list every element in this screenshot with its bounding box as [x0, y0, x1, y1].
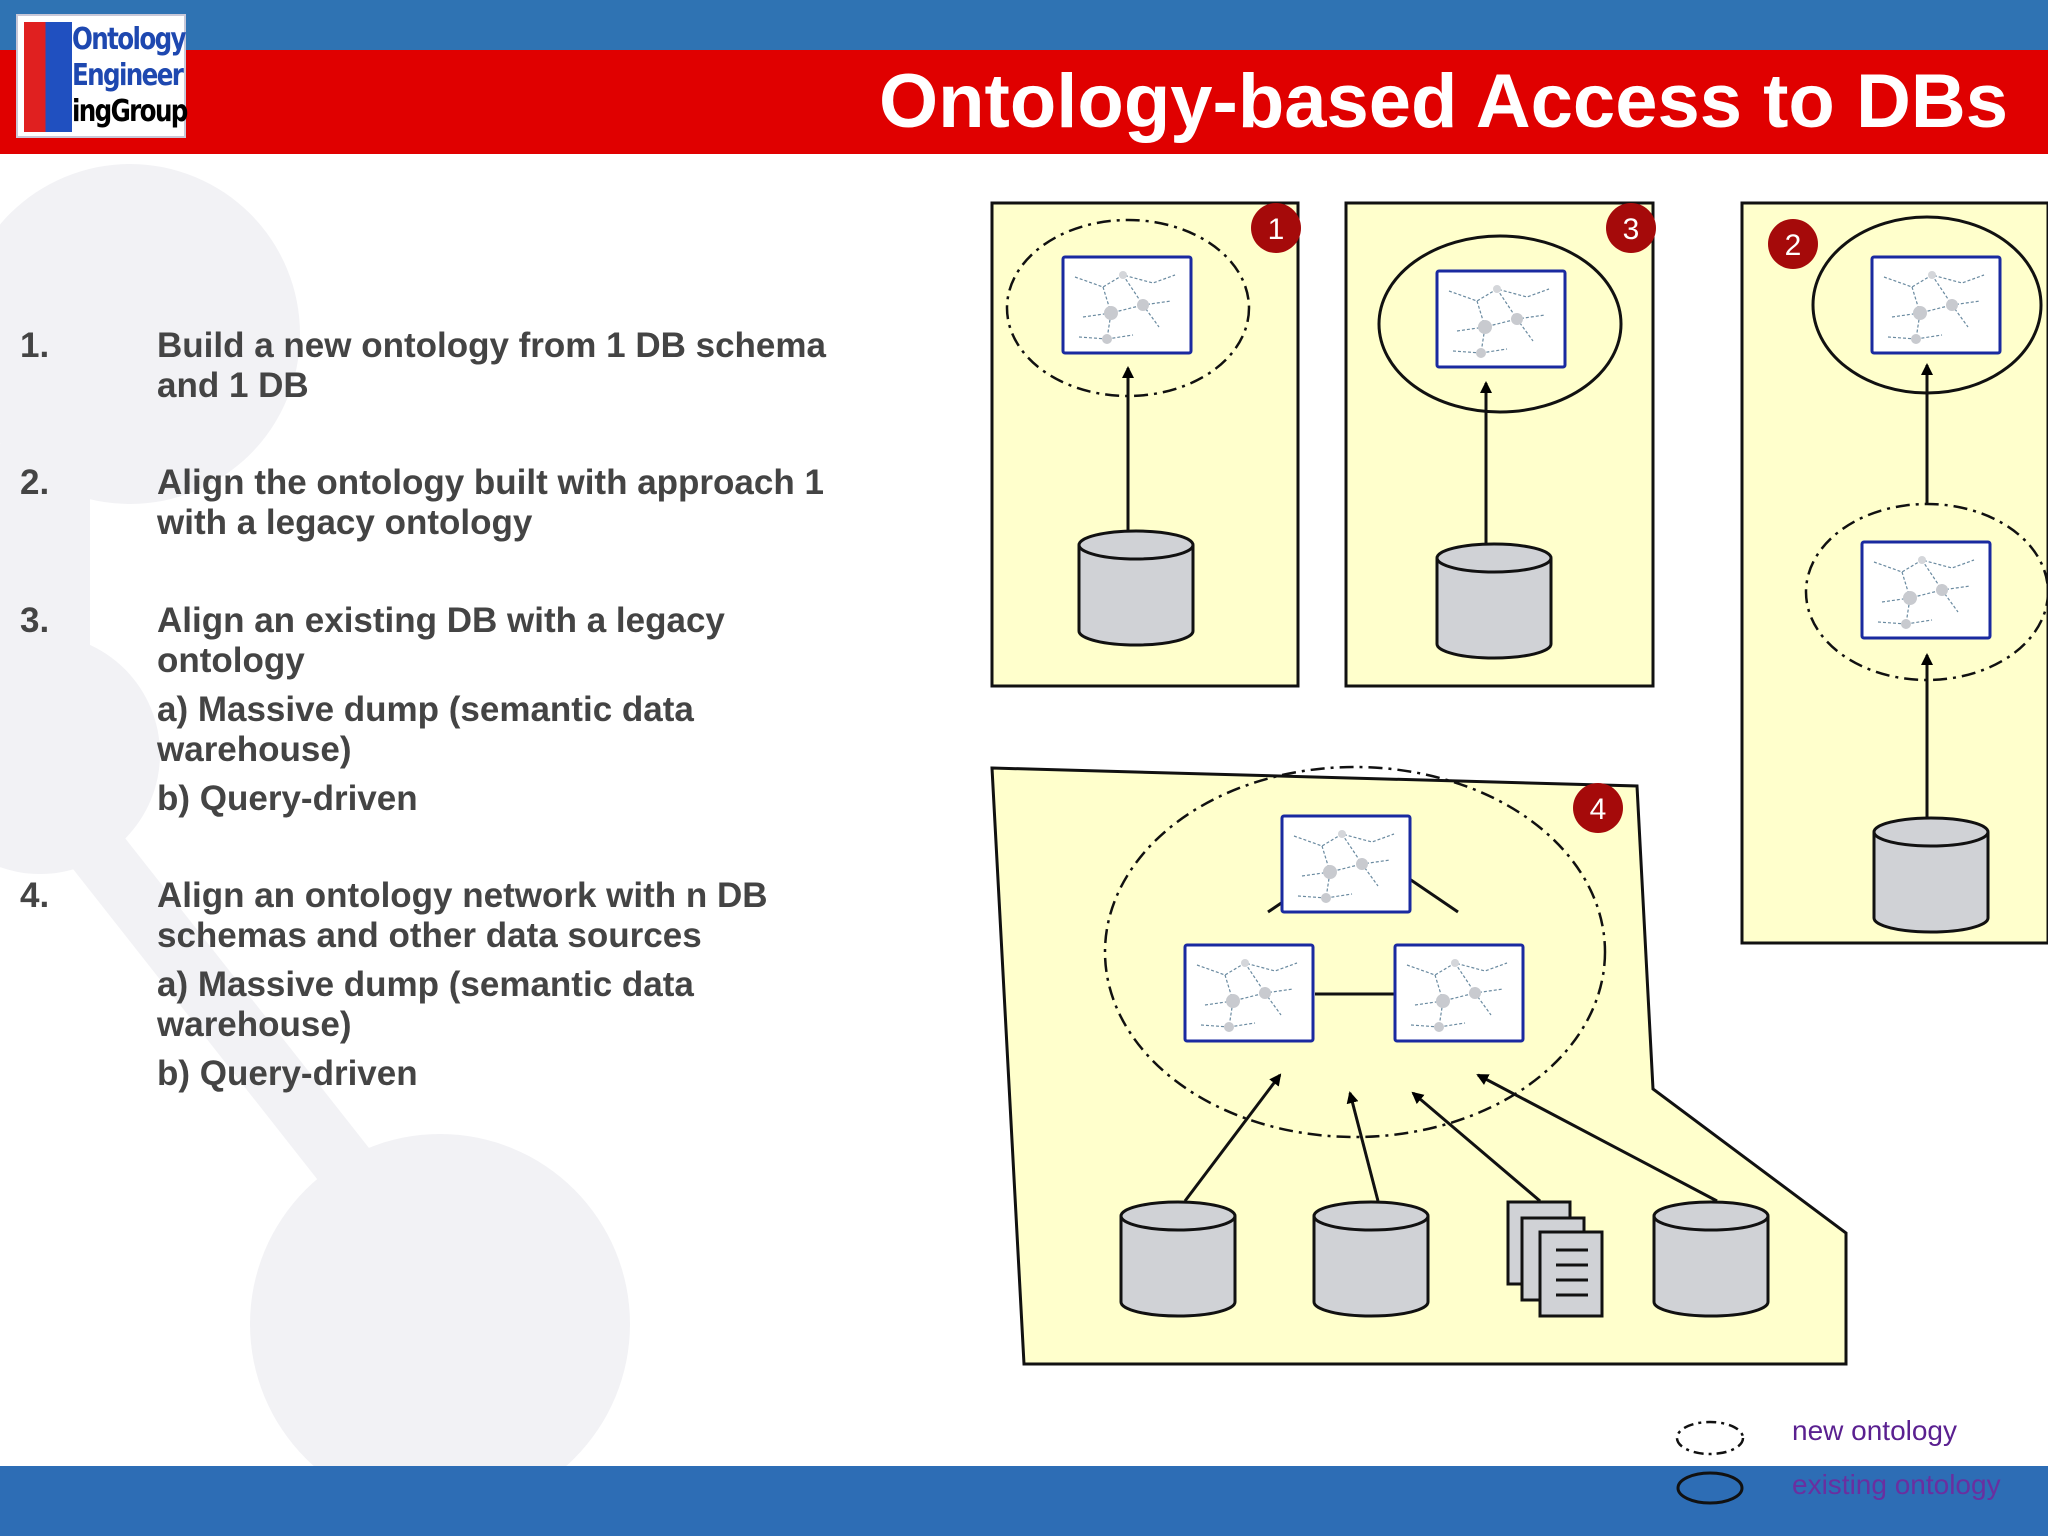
list-item-3-subitem-a-line-2: warehouse) [157, 730, 352, 769]
new-ontology-network-boundary [1103, 765, 1607, 1139]
panel-approach-3: 3 [1344, 201, 1656, 688]
legend-new-label: new ontology [1792, 1415, 1957, 1446]
mapping-arrow [1411, 1091, 1541, 1203]
ontology-icon [1435, 269, 1567, 369]
oeg-logo: Ontology Engineer ingGroup [16, 14, 188, 138]
list-item-2-line-1: Align the ontology built with approach 1 [157, 463, 824, 502]
list-item-3-subitem-a-line-1: a) Massive dump (semantic data [157, 690, 694, 729]
top-blue-bar [0, 0, 2048, 50]
list-item-2-line-2: with a legacy ontology [157, 503, 533, 542]
mapping-arrow [1476, 1073, 1718, 1203]
network-link [1407, 876, 1459, 914]
list-item-4-subitem-a-line-2: warehouse) [157, 1005, 352, 1044]
logo-line-1: Ontology [72, 22, 187, 57]
list-item-4-number: 4. [20, 876, 50, 915]
badge-4-label: 4 [1590, 793, 1607, 826]
header-red-bar [0, 50, 2048, 154]
existing-ontology-boundary [1377, 234, 1623, 414]
ontology-icon [1870, 255, 2002, 355]
database-icon [1872, 816, 1990, 934]
mapping-arrow [1346, 1091, 1380, 1202]
list-item-1-line-1: Build a new ontology from 1 DB schema [157, 326, 826, 365]
list-item-4-text: Align an ontology network with n DB sche… [157, 876, 897, 1094]
logo-line-3: ingGroup [72, 94, 188, 129]
documents-icon [1506, 1200, 1604, 1318]
badge-2 [1768, 219, 1818, 269]
footer-blue-bar [0, 1466, 2048, 1536]
list-item-4-subitem-b: b) Query-driven [157, 1054, 418, 1093]
list-item-3-number: 3. [20, 601, 50, 640]
legend-new-swatch [1675, 1420, 1745, 1456]
panel-approach-2: 2 [1740, 201, 2048, 945]
molecule-watermark [0, 164, 630, 1466]
ontology-icon [1280, 814, 1412, 914]
database-icon [1652, 1200, 1770, 1318]
database-icon [1119, 1200, 1237, 1318]
logo-text: Ontology Engineer ingGroup [72, 22, 188, 130]
badge-3 [1606, 203, 1656, 253]
list-item-2-text: Align the ontology built with approach 1… [157, 463, 897, 543]
list-item-3-subitem-b: b) Query-driven [157, 779, 418, 818]
panel-approach-4: 4 [990, 765, 1848, 1366]
list-item-3-text: Align an existing DB with a legacy ontol… [157, 601, 897, 819]
list-item-1-line-2: and 1 DB [157, 366, 309, 405]
badge-3-label: 3 [1623, 213, 1640, 246]
legend: existing ontology new ontology [1675, 1415, 2001, 1500]
list-item-4-subitem-a-line-1: a) Massive dump (semantic data [157, 965, 694, 1004]
panel-approach-1: 1 [990, 201, 1301, 688]
list-item-2-number: 2. [20, 463, 50, 502]
logo-color-strip [24, 22, 72, 132]
list-item-4-line-2: schemas and other data sources [157, 916, 702, 955]
ontology-icon [1860, 540, 1992, 640]
database-icon [1435, 542, 1553, 660]
ontology-icon [1183, 943, 1315, 1043]
list-item-3-line-2: ontology [157, 641, 305, 680]
list-item-1-text: Build a new ontology from 1 DB schema an… [157, 326, 897, 406]
ontology-icon [1061, 255, 1193, 355]
slide-title: Ontology-based Access to DBs [879, 59, 2008, 144]
legend-existing-label: existing ontology [1792, 1469, 2001, 1500]
ontology-icon [1393, 943, 1525, 1043]
legend-existing-ontology-swatch [1676, 1471, 1744, 1505]
list-item-3-line-1: Align an existing DB with a legacy [157, 601, 725, 640]
badge-1-label: 1 [1268, 213, 1285, 246]
list-item-1-number: 1. [20, 326, 50, 365]
badge-4 [1573, 783, 1623, 833]
mapping-arrow [1183, 1073, 1282, 1202]
database-icon [1077, 529, 1195, 647]
database-icon [1312, 1200, 1430, 1318]
badge-2-label: 2 [1785, 229, 1802, 262]
list-item-4-line-1: Align an ontology network with n DB [157, 876, 768, 915]
badge-1 [1251, 203, 1301, 253]
logo-line-2: Engineer [72, 58, 184, 93]
